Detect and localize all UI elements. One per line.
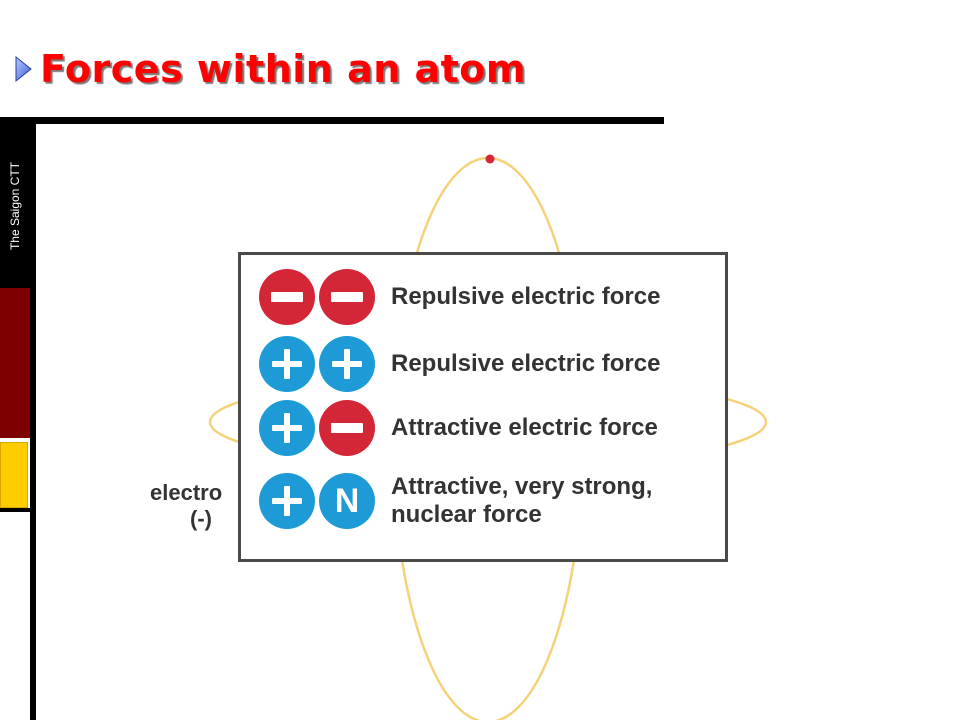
proton-particle-icon [259, 336, 315, 392]
legend-row-repulsive-negative: Repulsive electric force [259, 269, 660, 325]
bullet-arrow-icon [15, 55, 32, 83]
electron-particle-icon [259, 269, 315, 325]
sidebar-red-band [0, 288, 30, 438]
legend-label-line2: nuclear force [391, 501, 542, 528]
legend-row-repulsive-positive: Repulsive electric force [259, 336, 660, 392]
legend-label: Attractive electric force [391, 414, 658, 441]
sidebar-divider [0, 508, 30, 512]
proton-particle-icon [259, 473, 315, 529]
title-underline [0, 117, 664, 124]
sidebar-label-box [0, 124, 30, 288]
neutron-particle-icon: N [319, 473, 375, 529]
neutron-letter: N [334, 481, 360, 520]
legend-label-line1: Attractive, very strong, [391, 473, 653, 500]
electron-dot [485, 154, 495, 164]
slide-title: Forces within an atom [12, 44, 526, 94]
proton-particle-icon [319, 336, 375, 392]
proton-particle-icon [259, 400, 315, 456]
legend-label: Repulsive electric force [391, 283, 661, 310]
legend-row-attractive-electric: Attractive electric force [259, 400, 658, 456]
electron-label-line2: (-) [190, 506, 212, 531]
force-legend: Repulsive electric force Repulsive elect… [238, 252, 728, 562]
legend-label: Attractive, very strong, nuclear force [391, 473, 652, 529]
sidebar-yellow-band [0, 442, 28, 508]
page-title: Forces within an atom [40, 47, 527, 91]
legend-label: Repulsive electric force [391, 350, 661, 377]
sidebar-rule [30, 124, 36, 720]
electron-particle-icon [319, 400, 375, 456]
legend-row-nuclear: N Attractive, very strong, nuclear force [259, 473, 652, 529]
electron-label: electro (-) [150, 480, 260, 532]
electron-particle-icon [319, 269, 375, 325]
electron-label-line1: electro [150, 480, 223, 505]
